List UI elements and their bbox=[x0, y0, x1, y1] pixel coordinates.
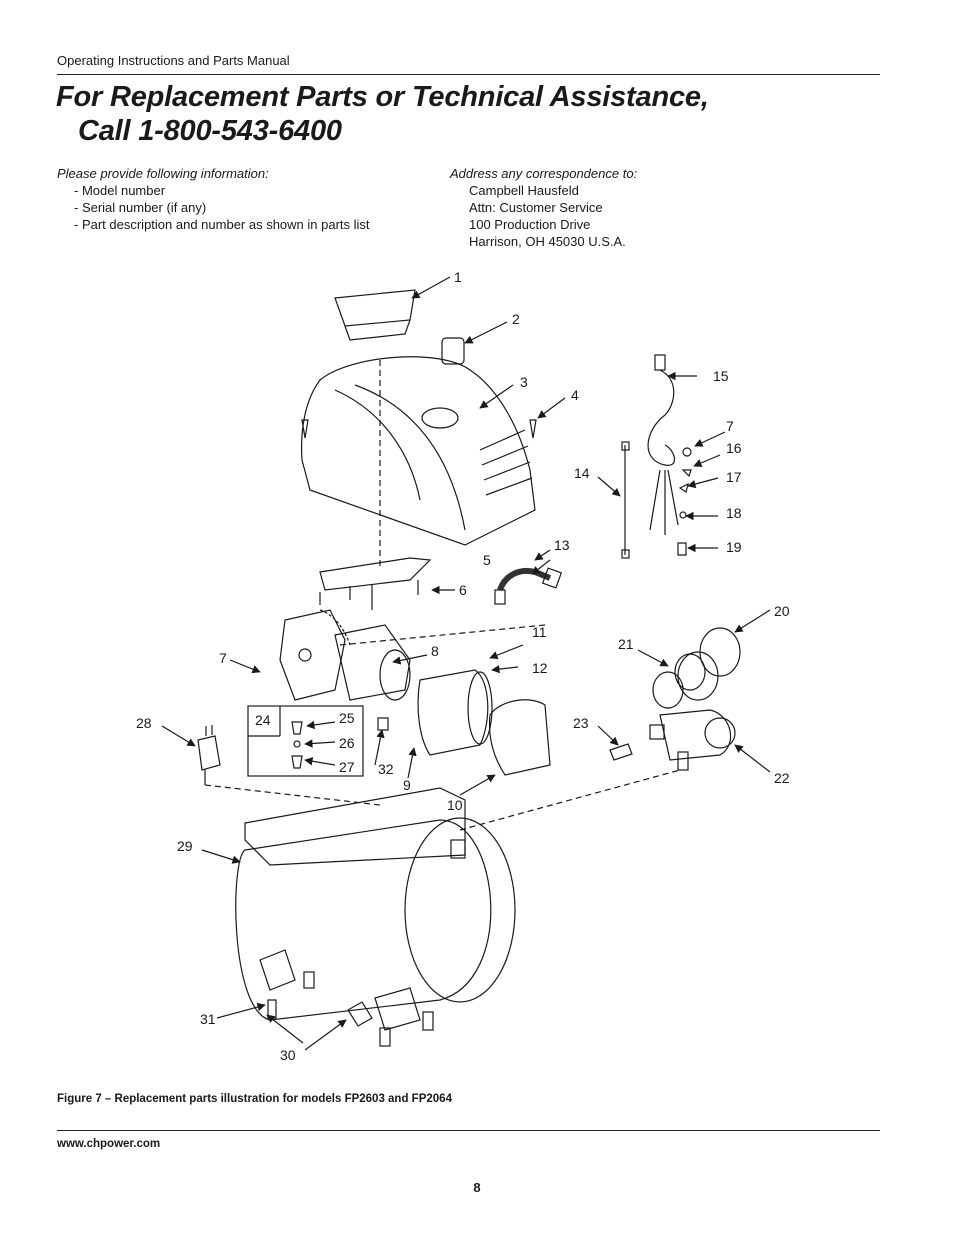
callout-8: 8 bbox=[431, 643, 439, 659]
info-item: - Serial number (if any) bbox=[74, 200, 207, 215]
inset-box bbox=[247, 705, 364, 777]
callout-29: 29 bbox=[177, 838, 193, 854]
tank-body bbox=[235, 819, 492, 1021]
pressure-switch bbox=[197, 735, 221, 771]
info-item: - Part description and number as shown i… bbox=[74, 217, 370, 232]
heading-line-1: For Replacement Parts or Technical Assis… bbox=[56, 81, 709, 113]
bin-part bbox=[334, 289, 416, 327]
info-item: - Model number bbox=[74, 183, 166, 198]
correspondence-address: Address any correspondence to: Campbell … bbox=[450, 165, 637, 250]
motor-part bbox=[334, 624, 411, 701]
callout-19: 19 bbox=[726, 539, 742, 555]
callout-9: 9 bbox=[403, 777, 411, 793]
callout-6: 6 bbox=[459, 582, 467, 598]
callout-26: 26 bbox=[339, 735, 355, 751]
switch-part bbox=[441, 337, 465, 365]
callout-25: 25 bbox=[339, 710, 355, 726]
callout-16: 16 bbox=[726, 440, 742, 456]
address-line: Attn: Customer Service bbox=[469, 200, 603, 215]
callout-28: 28 bbox=[136, 715, 152, 731]
callout-27: 27 bbox=[339, 759, 355, 775]
pump-head bbox=[279, 609, 346, 701]
gauge-part bbox=[677, 651, 719, 701]
footer-url: www.chpower.com bbox=[57, 1138, 161, 1150]
address-line: Campbell Hausfeld bbox=[469, 183, 579, 198]
callout-20: 20 bbox=[774, 603, 790, 619]
callout-5: 5 bbox=[483, 552, 491, 568]
page-number: 8 bbox=[473, 1180, 481, 1195]
callout-13: 13 bbox=[554, 537, 570, 553]
footer-rule bbox=[57, 1130, 880, 1131]
figure-caption: Figure 7 – Replacement parts illustratio… bbox=[57, 1093, 452, 1105]
heading-phone-line: Call 1-800-543-6400 bbox=[78, 115, 342, 147]
shroud-part bbox=[301, 356, 536, 546]
callout-12: 12 bbox=[532, 660, 548, 676]
callout-11: 11 bbox=[532, 624, 547, 640]
callout-4: 4 bbox=[571, 387, 579, 403]
parts-diagram: 1 2 3 4 5 6 7 7 8 9 10 11 12 13 14 15 16… bbox=[136, 269, 790, 1063]
manual-title: Operating Instructions and Parts Manual bbox=[57, 53, 290, 68]
callout-3: 3 bbox=[520, 374, 528, 390]
motor-cover bbox=[417, 669, 489, 756]
callout-31: 31 bbox=[200, 1011, 216, 1027]
callout-21: 21 bbox=[618, 636, 634, 652]
callout-30: 30 bbox=[280, 1047, 296, 1063]
callout-23: 23 bbox=[573, 715, 589, 731]
callout-14: 14 bbox=[574, 465, 590, 481]
callout-2: 2 bbox=[512, 311, 520, 327]
power-cord bbox=[647, 369, 675, 466]
hose-part bbox=[497, 568, 552, 592]
info-intro: Please provide following information: bbox=[57, 166, 269, 181]
callout-18: 18 bbox=[726, 505, 742, 521]
callout-22: 22 bbox=[774, 770, 790, 786]
page-heading: For Replacement Parts or Technical Assis… bbox=[56, 80, 709, 148]
address-intro: Address any correspondence to: bbox=[450, 166, 638, 181]
callout-17: 17 bbox=[726, 469, 742, 485]
callout-7-right: 7 bbox=[726, 418, 734, 434]
address-line: 100 Production Drive bbox=[469, 217, 591, 232]
info-required: Please provide following information: - … bbox=[57, 165, 370, 233]
callout-32: 32 bbox=[378, 761, 394, 777]
callout-15: 15 bbox=[713, 368, 729, 384]
callout-7-left: 7 bbox=[219, 650, 227, 666]
header-rule bbox=[57, 74, 880, 75]
callout-1: 1 bbox=[454, 269, 462, 285]
manifold bbox=[659, 709, 732, 761]
address-line: Harrison, OH 45030 U.S.A. bbox=[469, 234, 626, 249]
bracket-part bbox=[319, 557, 432, 591]
callout-10: 10 bbox=[447, 797, 463, 813]
end-cap bbox=[488, 699, 551, 776]
tank-plate bbox=[244, 787, 466, 866]
gauge-part bbox=[699, 627, 741, 677]
callout-24: 24 bbox=[255, 712, 271, 728]
